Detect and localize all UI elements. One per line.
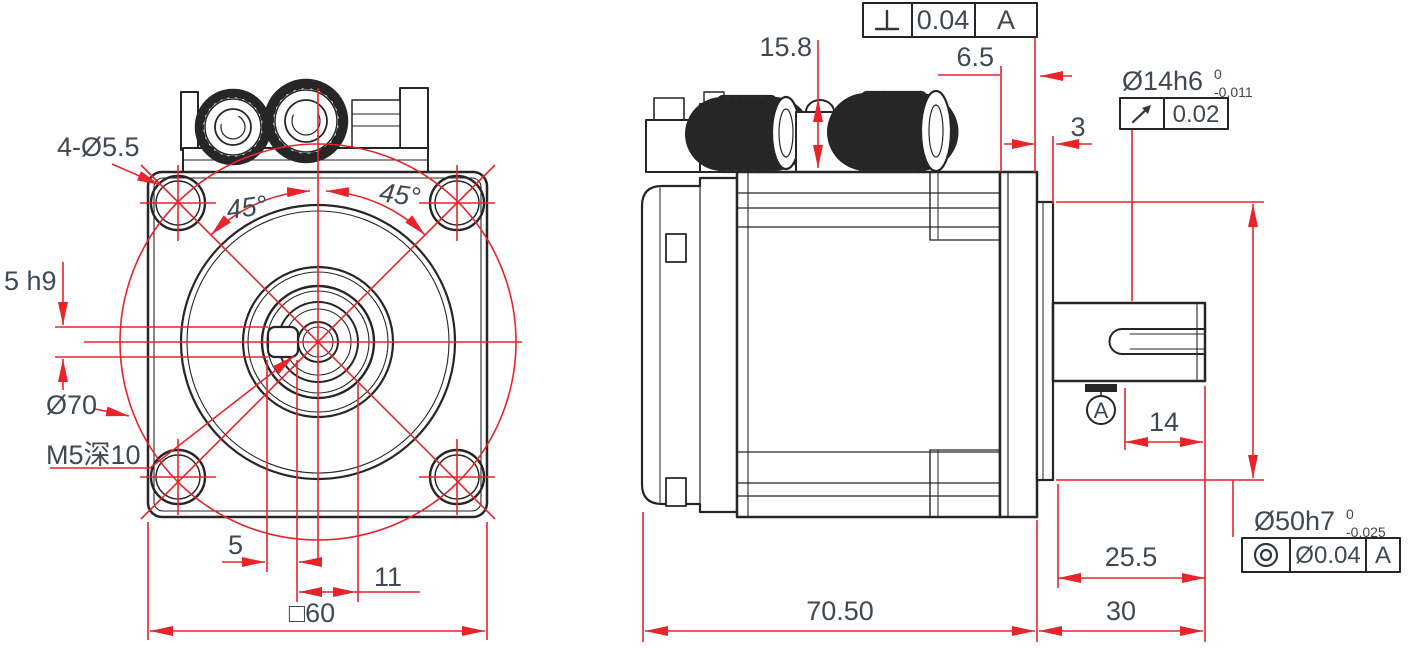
side-body: A	[640, 89, 1207, 519]
front-connector-assembly	[180, 78, 429, 173]
boss-lower-tolerance: -0.025	[1346, 524, 1386, 540]
concentricity-tolerance: Ø0.04	[1295, 542, 1360, 569]
side-connector-assembly	[645, 89, 961, 174]
perpendicularity-datum: A	[997, 5, 1015, 35]
cable-gland-front-right	[263, 78, 349, 164]
concentricity-icon	[1253, 542, 1279, 568]
datum-a-label: A	[1094, 398, 1109, 423]
rear-connector-tab-bottom	[665, 477, 687, 507]
shaft-diameter-label: Ø14h6	[1122, 66, 1203, 96]
runout-icon	[1131, 105, 1151, 124]
tapped-hole-label: M5深10	[46, 440, 141, 470]
boss-diameter-dim	[1056, 201, 1264, 537]
flange-thickness-label: 6.5	[956, 42, 994, 72]
shaft-step-label: 25.5	[1105, 542, 1158, 572]
front-view-labels: 4-Ø5.5 45° 45° 5 h9 Ø70 M5深10 5 11 □60	[4, 132, 422, 628]
angle-right-label: 45°	[378, 177, 423, 212]
boss-diameter-label: Ø50h7	[1254, 506, 1335, 536]
shaft-step-dim	[1057, 484, 1205, 588]
rear-connector-tab-top	[665, 233, 687, 263]
output-shaft	[1051, 301, 1207, 383]
cable-gland-side-left	[685, 94, 811, 174]
angle-arc-left	[210, 187, 311, 236]
perpendicularity-frame: 0.04 A	[862, 2, 1038, 38]
boss-upper-tolerance: 0	[1346, 506, 1354, 522]
shaft-lower-tolerance: -0.011	[1214, 84, 1253, 100]
tapped-hole-leader	[50, 355, 295, 469]
hole-crosshairs	[140, 165, 495, 515]
perpendicularity-icon	[874, 9, 900, 31]
bolt-circle-label: Ø70	[46, 390, 97, 420]
key-width-dim	[55, 262, 268, 390]
square-label: □60	[289, 598, 335, 628]
side-view: A	[640, 2, 1401, 642]
boss-protrusion-dim	[1004, 136, 1092, 204]
gdt-frames: 0.04 A Ø14h6 0 -0.011 0.02 Ø50h7 0 -	[862, 2, 1401, 573]
perpendicularity-tolerance: 0.04	[917, 5, 970, 35]
key-offset-label: 5	[228, 530, 243, 560]
front-view: 4-Ø5.5 45° 45° 5 h9 Ø70 M5深10 5 11 □60	[4, 78, 522, 640]
side-view-labels: 15.8 6.5 3 14 25.5 70.50 30	[759, 32, 1179, 626]
key-flat-label: 11	[374, 562, 402, 592]
rear-housing	[640, 176, 739, 514]
boss-protrusion-label: 3	[1070, 112, 1085, 142]
cable-gland-side-right	[827, 89, 961, 174]
runout-tolerance: 0.02	[1173, 101, 1220, 128]
side-red-dimensions	[642, 37, 1264, 642]
flange-thickness-dim	[938, 37, 1072, 172]
bolt-circle-leader	[94, 406, 130, 417]
concentricity-datum: A	[1375, 542, 1391, 569]
front-red-dimensions	[50, 88, 522, 640]
keyway-length-dim	[1124, 388, 1203, 450]
holes-leader	[111, 163, 161, 186]
key-width-label: 5 h9	[4, 266, 57, 296]
keyway-length-label: 14	[1149, 407, 1179, 437]
shaft-length-label: 30	[1106, 596, 1136, 626]
holes-label: 4-Ø5.5	[57, 132, 140, 162]
shaft-upper-tolerance: 0	[1214, 66, 1222, 82]
pilot-boss	[1035, 200, 1055, 482]
bracket-right-block	[351, 99, 401, 149]
angle-arc-right	[325, 187, 426, 236]
body-length-label: 70.50	[806, 596, 874, 626]
bracket-right-tab	[399, 87, 429, 149]
shaft-tolerance-callout: Ø14h6 0 -0.011 0.02	[1119, 66, 1253, 130]
shaft-keyway-side	[1108, 328, 1206, 355]
motor-body	[735, 170, 1002, 519]
datum-a-symbol: A	[1085, 384, 1117, 425]
diagonal-centerline-2	[140, 164, 496, 520]
flange-boss-shaft	[998, 170, 1207, 519]
boss-tolerance-callout: Ø50h7 0 -0.025 Ø0.04 A	[1241, 506, 1401, 573]
angle-left-label: 45°	[224, 190, 269, 225]
connector-height-label: 15.8	[759, 32, 812, 62]
mounting-flange-side	[998, 170, 1039, 519]
